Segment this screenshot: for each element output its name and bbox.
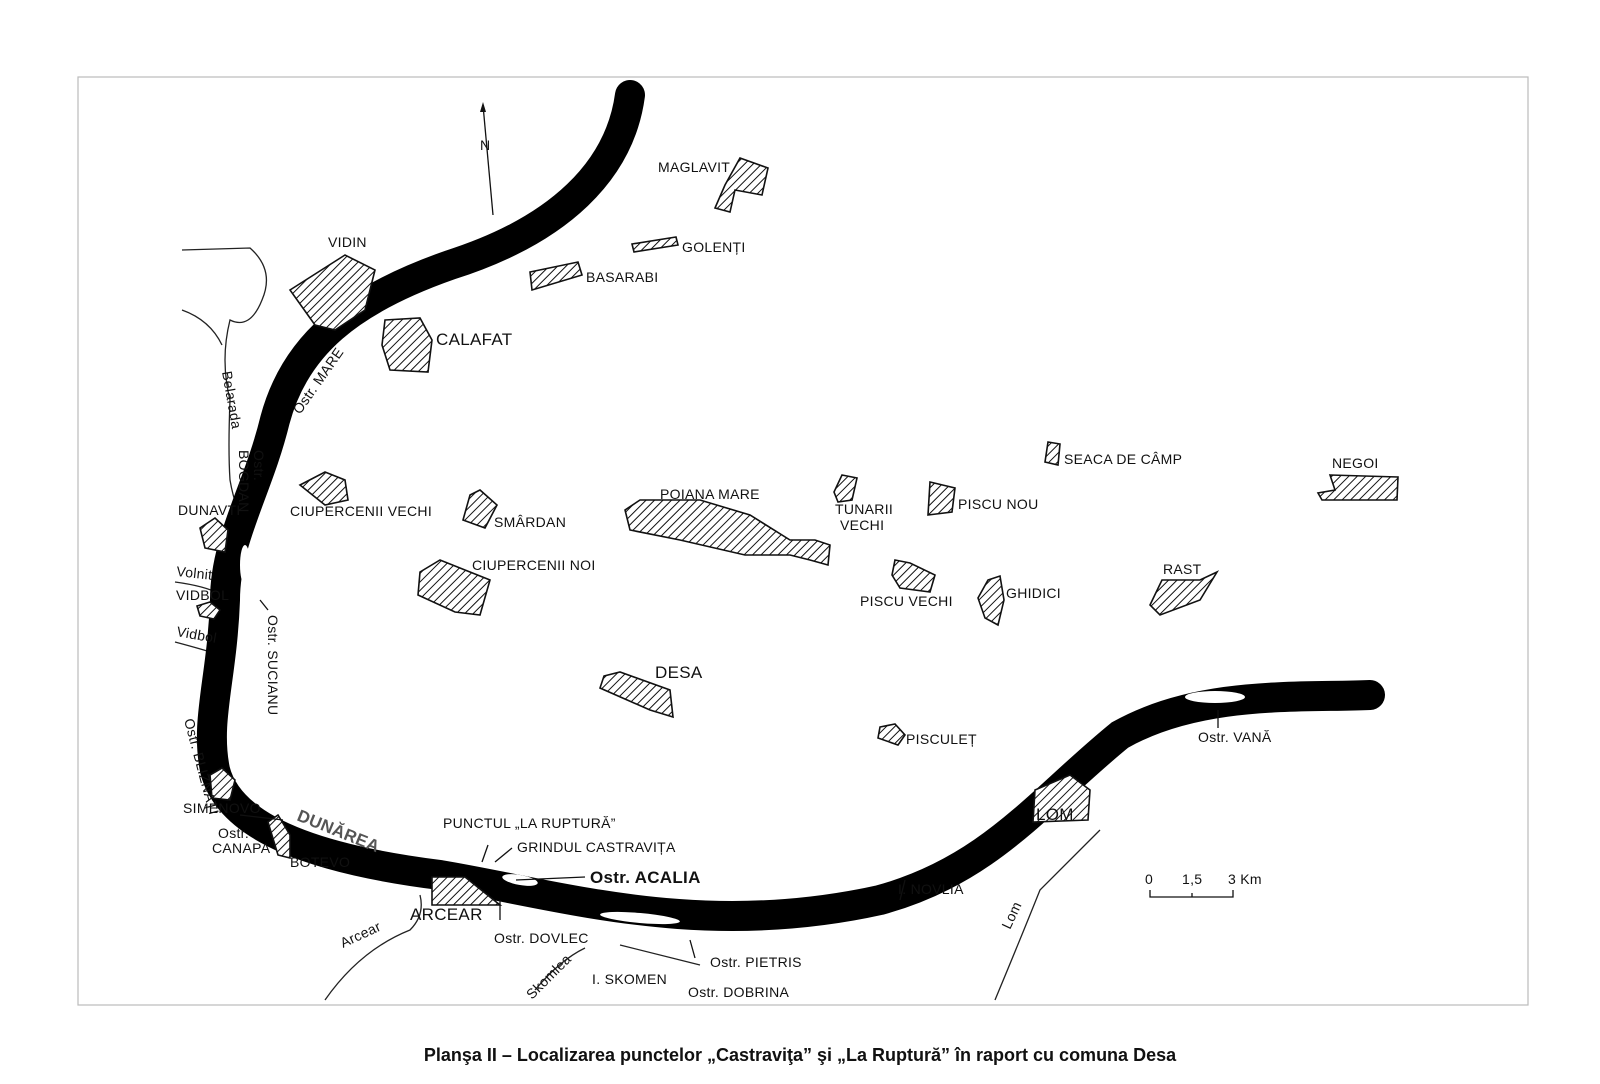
scale-end: 3 Km (1228, 871, 1262, 887)
figure-caption: Planşa II – Localizarea punctelor „Castr… (423, 1045, 1177, 1065)
settlement-calafat (381, 317, 433, 373)
label-simenovo: SIMENOVO (183, 800, 261, 816)
label-ostr-canapa-1: Ostr. (218, 825, 249, 841)
label-golenti: GOLENȚI (682, 239, 746, 255)
north-label: N (480, 137, 490, 153)
label-ostr-canapa-2: CANAPA (212, 840, 271, 856)
label-volnit: Volnit (176, 563, 214, 583)
label-desa: DESA (655, 663, 703, 682)
settlement-labels: VIDIN CALAFAT MAGLAVIT GOLENȚI BASARABI … (176, 159, 1379, 924)
label-botevo: BOTEVO (290, 854, 350, 870)
label-vidbol: VIDBOL (176, 587, 229, 603)
label-ciupercenii-noi: CIUPERCENII NOI (472, 557, 596, 573)
north-arrow: N (480, 102, 494, 216)
settlement-basarabi (529, 261, 584, 292)
label-i-skomen: I. SKOMEN (592, 971, 667, 987)
label-lom: LOM (1036, 805, 1074, 824)
settlement-botevo (267, 813, 291, 860)
settlement-maglavit (713, 157, 769, 213)
leader-lines (239, 599, 1219, 959)
settlement-pisculet (877, 723, 907, 746)
label-vidbol-river: Vidbol (175, 623, 218, 646)
settlement-lom (1032, 774, 1091, 823)
label-arcear: ARCEAR (410, 905, 483, 924)
label-ostr-sucianu: Ostr. SUCIANU (265, 615, 281, 715)
label-dunavti: DUNAVTI (178, 502, 241, 518)
settlement-golenti (631, 236, 679, 253)
settlement-negoi (1316, 474, 1399, 501)
skomen-channel (619, 944, 701, 966)
label-seaca-de-camp: SEACA DE CÂMP (1064, 451, 1182, 467)
settlements (196, 157, 1399, 906)
settlement-ciupercenii-vechi (298, 471, 349, 506)
label-ostr-dovlec: Ostr. DOVLEC (494, 930, 589, 946)
settlement-desa (599, 671, 674, 719)
lom-river (994, 829, 1101, 1001)
settlement-ghidici (977, 574, 1005, 627)
label-vidin: VIDIN (328, 234, 367, 250)
arcear-river (324, 894, 422, 1001)
scale-zero: 0 (1145, 871, 1153, 887)
settlement-seaca-de-camp (1044, 441, 1061, 466)
belarada-river (181, 247, 268, 536)
label-smardan: SMÂRDAN (494, 514, 566, 530)
label-vechi: VECHI (840, 517, 884, 533)
label-ostr-bogdan-1: Ostr. (251, 450, 267, 481)
label-negoi: NEGOI (1332, 455, 1379, 471)
label-tunarii: TUNARII (835, 501, 893, 517)
label-poiana-mare: POIANA MARE (660, 486, 760, 502)
label-ostr-vana: Ostr. VANĂ (1198, 729, 1272, 745)
label-rast: RAST (1163, 561, 1202, 577)
settlement-vidbol (196, 601, 222, 620)
label-ostr-dobrina: Ostr. DOBRINA (688, 984, 789, 1000)
label-ciupercenii-vechi: CIUPERCENII VECHI (290, 503, 432, 519)
settlement-tunarii-vechi (833, 474, 858, 503)
scale-bar: 0 1,5 3 Km (1145, 871, 1262, 898)
settlement-piscu-nou (927, 480, 956, 516)
label-piscu-vechi: PISCU VECHI (860, 593, 953, 609)
label-ghidici: GHIDICI (1006, 585, 1061, 601)
label-la-ruptura: PUNCTUL „LA RUPTURĂ” (443, 815, 616, 831)
settlement-smardan (462, 489, 498, 529)
tributaries (174, 247, 1101, 1001)
settlement-simenovo (209, 767, 236, 801)
settlement-rast (1149, 570, 1220, 616)
settlement-poiana-mare (624, 499, 831, 567)
skomlea-river (534, 947, 586, 991)
label-i-novlia: I. NOVLIA (898, 881, 964, 897)
label-maglavit: MAGLAVIT (658, 159, 730, 175)
points-of-interest: PUNCTUL „LA RUPTURĂ” GRINDUL CASTRAVIȚA (443, 815, 676, 855)
settlement-ciupercenii-noi (417, 559, 491, 616)
label-piscu-nou: PISCU NOU (958, 496, 1039, 512)
settlement-dunavti (199, 516, 229, 553)
settlement-piscu-vechi (891, 559, 936, 593)
label-ostr-acalia: Ostr. ACALIA (590, 868, 701, 887)
label-pisculet: PISCULEȚ (906, 731, 977, 747)
label-ostr-bogdan-2: BOGDAN (236, 450, 252, 512)
label-ostr-pietris: Ostr. PIETRIS (710, 954, 802, 970)
belarada-branch (181, 309, 223, 346)
settlement-vidin (288, 254, 376, 331)
scale-mid: 1,5 (1182, 871, 1202, 887)
label-calafat: CALAFAT (436, 330, 512, 349)
label-grindul-castravita: GRINDUL CASTRAVIȚA (517, 839, 676, 855)
label-basarabi: BASARABI (586, 269, 658, 285)
